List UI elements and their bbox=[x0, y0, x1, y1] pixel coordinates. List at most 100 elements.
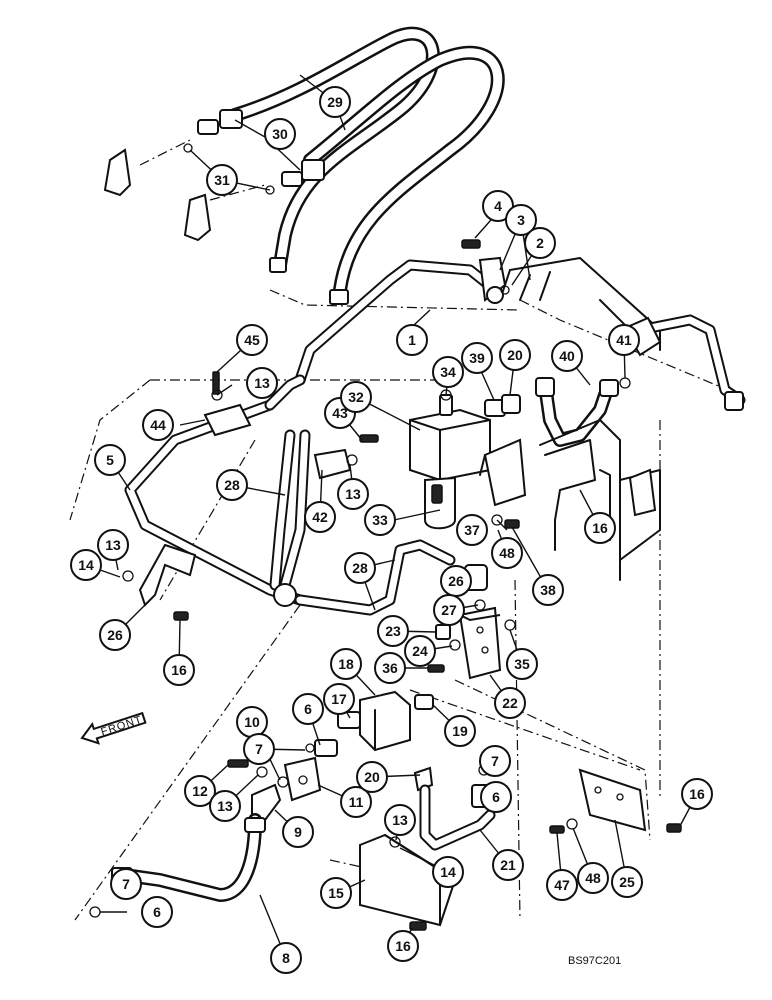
svg-text:29: 29 bbox=[327, 94, 343, 110]
svg-text:48: 48 bbox=[585, 870, 601, 886]
svg-text:34: 34 bbox=[440, 364, 456, 380]
svg-text:16: 16 bbox=[395, 938, 411, 954]
front-arrow-group: FRONT bbox=[80, 711, 147, 745]
svg-text:12: 12 bbox=[192, 783, 208, 799]
svg-text:28: 28 bbox=[352, 560, 368, 576]
callout-20b: 20 bbox=[356, 761, 388, 793]
callout-16b: 16 bbox=[163, 654, 195, 686]
callout-13d: 13 bbox=[209, 790, 241, 822]
svg-text:28: 28 bbox=[224, 477, 240, 493]
callout-26: 26 bbox=[440, 565, 472, 597]
svg-text:7: 7 bbox=[491, 753, 499, 769]
callout-21: 21 bbox=[492, 849, 524, 881]
svg-text:7: 7 bbox=[255, 741, 263, 757]
callout-13c: 13 bbox=[97, 529, 129, 561]
callout-33: 33 bbox=[364, 504, 396, 536]
svg-text:21: 21 bbox=[500, 857, 516, 873]
callout-6b: 6 bbox=[480, 781, 512, 813]
svg-text:2: 2 bbox=[536, 235, 544, 251]
svg-text:26: 26 bbox=[107, 627, 123, 643]
callout-23: 23 bbox=[377, 615, 409, 647]
front-label: FRONT bbox=[99, 714, 143, 739]
callout-45: 44 bbox=[142, 409, 174, 441]
svg-text:30: 30 bbox=[272, 126, 288, 142]
callout-14a: 14 bbox=[70, 549, 102, 581]
svg-text:17: 17 bbox=[331, 691, 347, 707]
callout-16a: 16 bbox=[584, 512, 616, 544]
callout-14b: 14 bbox=[432, 856, 464, 888]
callout-9: 9 bbox=[282, 816, 314, 848]
bracket-42 bbox=[122, 543, 197, 621]
svg-text:22: 22 bbox=[502, 695, 518, 711]
svg-text:42: 42 bbox=[312, 509, 328, 525]
callout-34: 34 bbox=[432, 356, 464, 388]
callout-20a: 20 bbox=[499, 339, 531, 371]
callout-4: 4 bbox=[482, 190, 514, 222]
callout-36: 36 bbox=[374, 652, 406, 684]
callout-18: 18 bbox=[330, 648, 362, 680]
svg-text:24: 24 bbox=[412, 643, 428, 659]
svg-text:25: 25 bbox=[619, 874, 635, 890]
svg-text:33: 33 bbox=[372, 512, 388, 528]
callout-3: 3 bbox=[505, 204, 537, 236]
callout-48a: 48 bbox=[491, 537, 523, 569]
callout-24: 24 bbox=[404, 635, 436, 667]
svg-text:6: 6 bbox=[304, 701, 312, 717]
callout-32: 32 bbox=[340, 381, 372, 413]
svg-text:5: 5 bbox=[106, 452, 114, 468]
callout-8: 8 bbox=[270, 942, 302, 974]
callout-42: 26 bbox=[99, 619, 131, 651]
callout-15: 15 bbox=[320, 877, 352, 909]
svg-text:6: 6 bbox=[492, 789, 500, 805]
svg-text:47: 47 bbox=[554, 877, 570, 893]
callout-27: 27 bbox=[433, 594, 465, 626]
callout-28a: 28 bbox=[216, 469, 248, 501]
svg-text:26: 26 bbox=[448, 573, 464, 589]
svg-text:13: 13 bbox=[254, 375, 270, 391]
callout-22: 22 bbox=[494, 687, 526, 719]
svg-text:13: 13 bbox=[105, 537, 121, 553]
callout-28b: 28 bbox=[344, 552, 376, 584]
hose-40 bbox=[535, 377, 631, 447]
callout-17: 17 bbox=[323, 683, 355, 715]
svg-text:18: 18 bbox=[338, 656, 354, 672]
callout-11: 11 bbox=[340, 786, 372, 818]
svg-text:14: 14 bbox=[78, 557, 94, 573]
callout-10: 10 bbox=[236, 706, 268, 738]
callout-40: 40 bbox=[551, 340, 583, 372]
drawing-code: BS97C201 bbox=[568, 955, 621, 967]
svg-text:23: 23 bbox=[385, 623, 401, 639]
svg-text:6: 6 bbox=[153, 904, 161, 920]
svg-text:45: 45 bbox=[244, 332, 260, 348]
svg-text:13: 13 bbox=[392, 812, 408, 828]
svg-text:41: 41 bbox=[616, 332, 632, 348]
hose-8 bbox=[89, 813, 266, 918]
callout-35: 35 bbox=[506, 648, 538, 680]
callout-2: 2 bbox=[524, 227, 556, 259]
svg-text:4: 4 bbox=[494, 198, 502, 214]
callout-7c: 7 bbox=[110, 868, 142, 900]
callout-39: 39 bbox=[461, 342, 493, 374]
block-11 bbox=[227, 739, 434, 822]
svg-text:14: 14 bbox=[440, 864, 456, 880]
svg-text:7: 7 bbox=[122, 876, 130, 892]
svg-text:19: 19 bbox=[452, 723, 468, 739]
svg-text:20: 20 bbox=[364, 769, 380, 785]
svg-text:3: 3 bbox=[517, 212, 525, 228]
svg-text:8: 8 bbox=[282, 950, 290, 966]
svg-text:16: 16 bbox=[171, 662, 187, 678]
callout-47: 47 bbox=[546, 869, 578, 901]
support-frame bbox=[539, 419, 661, 581]
bracket-45 bbox=[203, 371, 252, 437]
svg-text:27: 27 bbox=[441, 602, 457, 618]
callout-37: 37 bbox=[456, 514, 488, 546]
svg-text:16: 16 bbox=[689, 786, 705, 802]
svg-text:36: 36 bbox=[382, 660, 398, 676]
callout-1: 1 bbox=[396, 324, 428, 356]
callout-6a: 6 bbox=[292, 693, 324, 725]
clip-43 bbox=[313, 434, 379, 480]
filter-assembly bbox=[409, 389, 521, 530]
callout-48b: 48 bbox=[577, 862, 609, 894]
callout-13b: 13 bbox=[337, 478, 369, 510]
